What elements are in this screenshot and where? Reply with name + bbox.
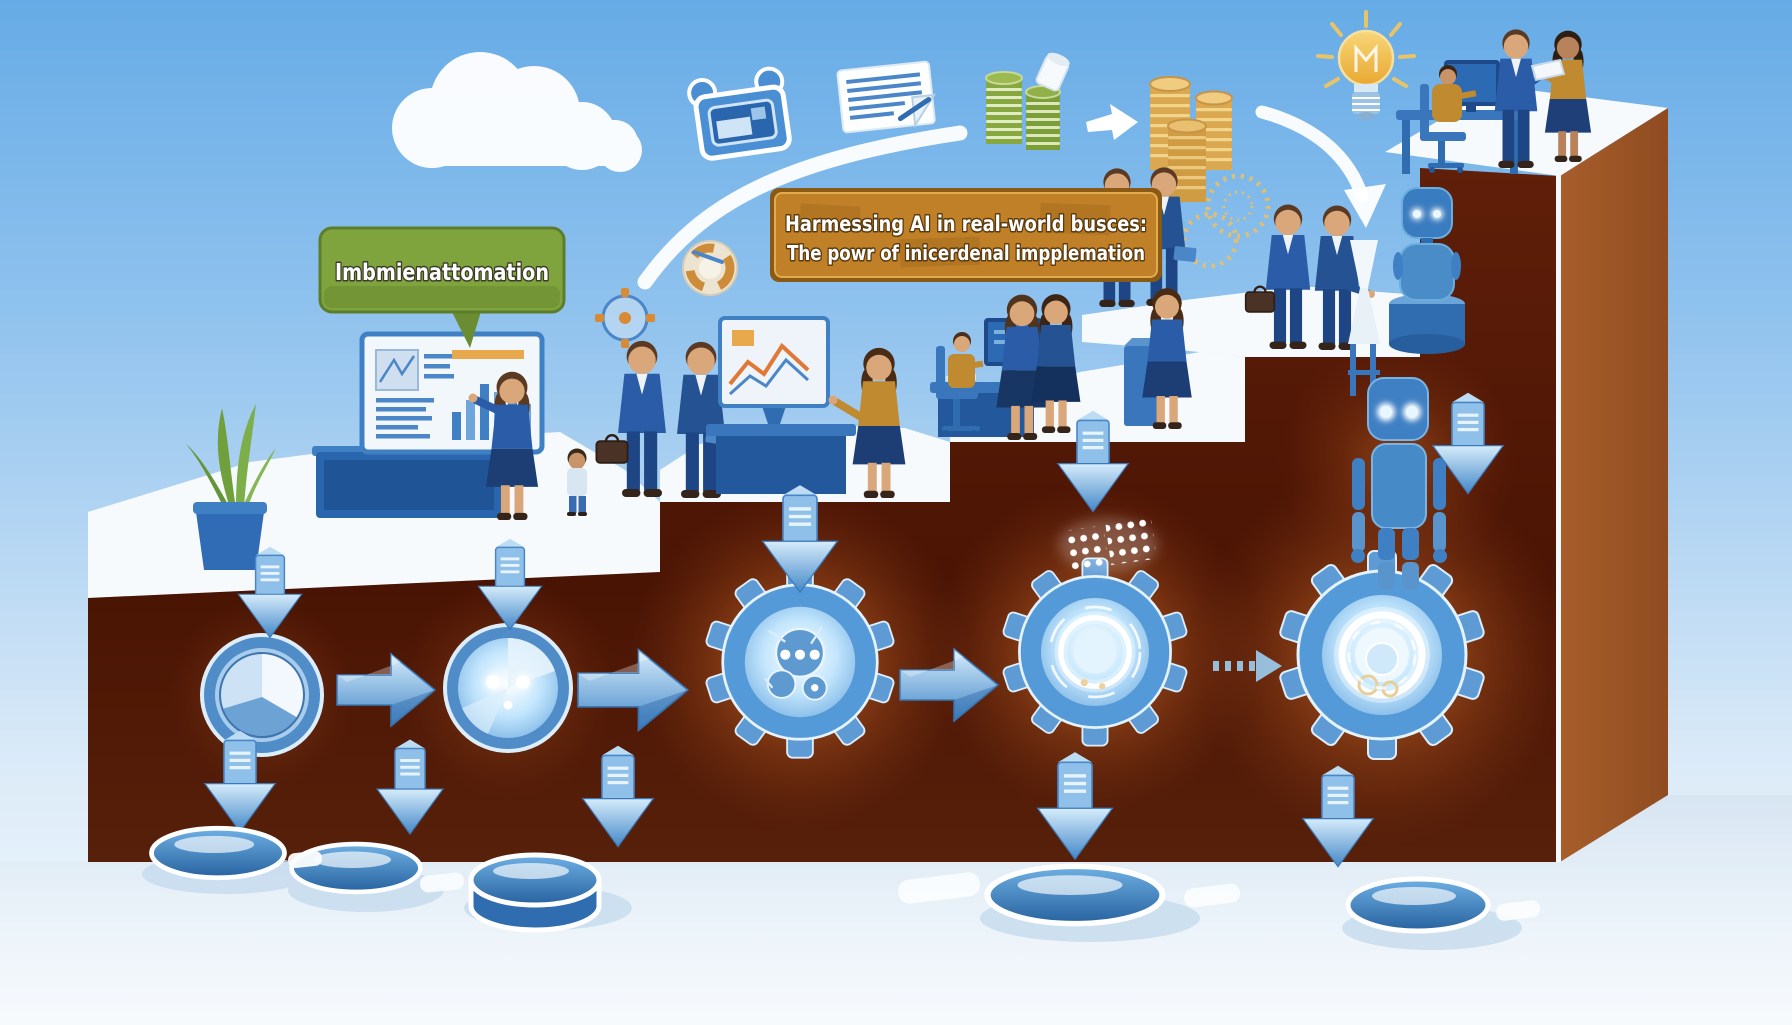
- figure-woman-orange: [828, 347, 906, 498]
- figure-seated-woman: [936, 332, 984, 436]
- laptop-handoff-icon: [1530, 58, 1566, 82]
- big-robot-figure: [1351, 377, 1447, 590]
- process-gear-cluster: [703, 564, 897, 760]
- staircase-side-face: [1560, 108, 1668, 862]
- glow-dashed-arrow: [1213, 650, 1282, 682]
- lightbulb-icon: [1316, 10, 1416, 120]
- cloud-icon: [392, 52, 642, 172]
- process-gear-ring: [1000, 557, 1190, 747]
- pie-chart-icon: [682, 240, 738, 296]
- camera-icon: [687, 66, 792, 161]
- blue-folder-icon: [1173, 246, 1197, 262]
- figure-child: [567, 448, 587, 516]
- banner-line-2: The powr of inicerdenal impplemation: [787, 241, 1145, 265]
- glow-dots: [1058, 517, 1158, 572]
- headline-banner: Harmessing AI in real-world busces: The …: [770, 188, 1162, 282]
- figure-top-seated: [1420, 65, 1477, 173]
- meeting-desk: [706, 424, 856, 494]
- arrow-right-icon: [1086, 104, 1138, 140]
- figure-presenter-woman: [468, 371, 539, 520]
- desk-monitor: [718, 316, 830, 424]
- swoosh-arc: [637, 125, 968, 290]
- speech-bubble-text: Imbmienattomation: [335, 260, 549, 286]
- wall-edge-highlight: [1556, 142, 1561, 862]
- plant-icon: [186, 404, 276, 570]
- oval-platform-5: [1348, 879, 1488, 931]
- oval-platform-2: [292, 844, 421, 892]
- document-icon: [836, 60, 937, 134]
- oval-platform-3: [468, 852, 602, 933]
- white-lectern: [1348, 240, 1380, 396]
- ground-plane: [0, 795, 1792, 1025]
- oval-platform-4: [988, 866, 1163, 923]
- speech-bubble: Imbmienattomation: [318, 226, 566, 348]
- process-disc-dial: [443, 623, 573, 753]
- banner-line-1: Harmessing AI in real-world busces:: [785, 212, 1147, 236]
- process-gear-robot: [1277, 549, 1487, 761]
- robot-on-pedestal: [1389, 187, 1465, 354]
- green-coins-icon: [985, 52, 1070, 150]
- curved-arrow-icon: [1255, 105, 1386, 228]
- presentation-stand: [312, 446, 506, 518]
- compass-icon: [595, 288, 655, 348]
- gold-coins-icon: [1149, 76, 1233, 202]
- process-disc-pie: [200, 633, 324, 757]
- path-dashes: [288, 850, 1541, 921]
- oval-platform-1: [152, 828, 285, 877]
